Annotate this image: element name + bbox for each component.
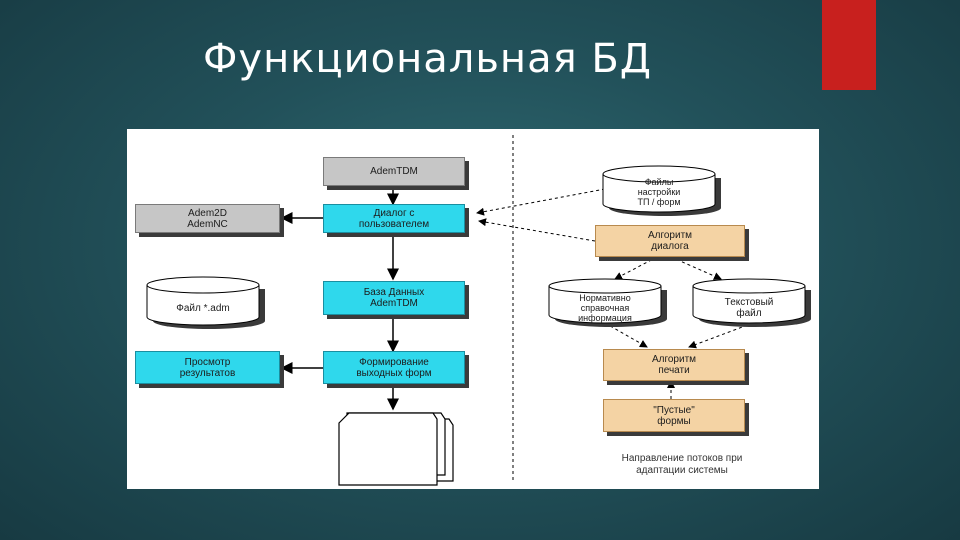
dashed-arrow-to-print-1 <box>604 322 648 348</box>
cylinder-shape <box>146 276 265 329</box>
forming-box: Формирование выходных форм <box>323 351 465 384</box>
text-file-cylinder: Текстовый файл <box>691 277 811 327</box>
database-box: База Данных AdemTDM <box>323 281 465 315</box>
output-documents-icon <box>338 412 454 486</box>
settings-files-cylinder: Файлы настройки ТП / форм <box>601 164 721 216</box>
view-results-box: Просмотр результатов <box>135 351 280 384</box>
diagram-connectors <box>280 135 754 486</box>
dashed-arrow-normative <box>614 256 658 280</box>
diagram-panel: AdemTDM Диалог с пользователем Adem2D Ad… <box>127 129 819 489</box>
dashed-arrow-to-print-2 <box>688 322 754 349</box>
empty-forms-box: "Пустые" формы <box>603 399 745 432</box>
adem2d-box: Adem2D AdemNC <box>135 204 280 233</box>
adaptation-note: Направление потоков при адаптации систем… <box>621 453 743 476</box>
normative-cylinder: Нормативно справочная информация <box>547 277 667 327</box>
ademtdm-box: AdemTDM <box>323 157 465 186</box>
cylinder-shape <box>548 278 667 327</box>
cylinder-shape <box>602 165 721 216</box>
dashed-arrow-settings <box>476 188 606 216</box>
red-accent-bar <box>822 0 876 90</box>
dialog-box: Диалог с пользователем <box>323 204 465 233</box>
algorithm-print-box: Алгоритм печати <box>603 349 745 381</box>
dashed-arrow-algorithm <box>478 218 596 242</box>
cylinder-shape <box>692 278 811 327</box>
algorithm-dialog-box: Алгоритм диалога <box>595 225 745 257</box>
file-adm-cylinder: Файл *.adm <box>145 275 265 329</box>
slide-title: Функциональная БД <box>203 36 653 82</box>
dashed-arrow-textfile <box>670 256 722 280</box>
